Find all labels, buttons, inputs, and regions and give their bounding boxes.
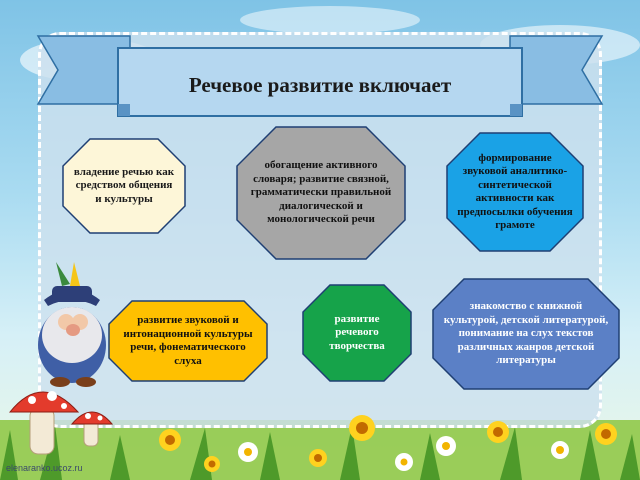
mushroom-icon [70, 411, 114, 447]
gnome-icon [38, 262, 106, 387]
item-text: обогащение активного словаря; развитие с… [250, 159, 392, 226]
octagon-shape [108, 300, 268, 382]
item-vocabulary: обогащение активного словаря; развитие с… [236, 126, 406, 260]
watermark: elenaranko.ucoz.ru [6, 463, 83, 473]
item-speech-creativity: развитие речевого творчества [302, 284, 412, 382]
item-sound-analysis: формирование звуковой аналитико-синтетич… [446, 132, 584, 252]
item-speech-mastery: владение речью как средством общения и к… [62, 138, 186, 234]
item-text: формирование звуковой аналитико-синтетич… [457, 151, 573, 232]
item-text: владение речью как средством общения и к… [73, 165, 175, 205]
octagon-shape [432, 278, 620, 390]
item-text: развитие звуковой и интонационной культу… [123, 314, 253, 367]
octagon-shape [236, 126, 406, 260]
flower-icon [159, 415, 617, 472]
page-title: Речевое развитие включает [188, 72, 452, 97]
octagon-shape [446, 132, 584, 252]
item-book-culture: знакомство с книжной культурой, детской … [432, 278, 620, 390]
item-text: развитие речевого творчества [329, 312, 385, 352]
octagon-shape [302, 284, 412, 382]
octagon-shape [62, 138, 186, 234]
item-sound-culture: развитие звуковой и интонационной культу… [108, 300, 268, 382]
item-text: знакомство с книжной культурой, детской … [443, 300, 609, 367]
mushroom-icon [8, 391, 80, 455]
